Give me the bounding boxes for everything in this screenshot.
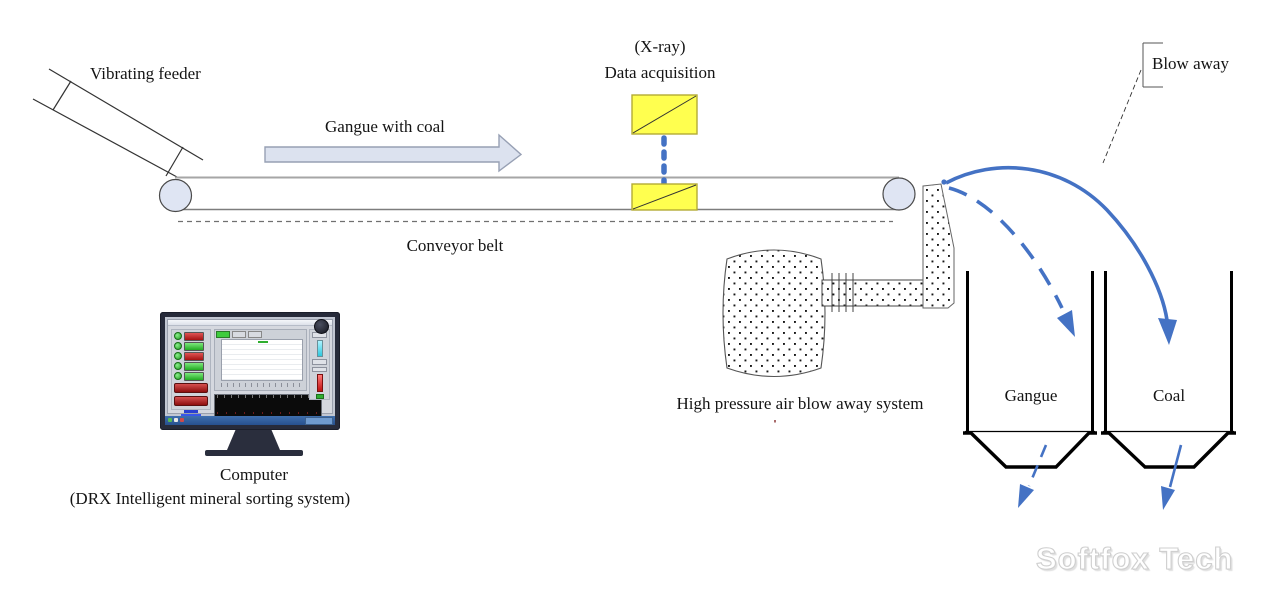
coal-bin [1101, 271, 1236, 469]
control-button [184, 361, 204, 371]
control-button [184, 371, 204, 381]
gangue-trajectory-arrowhead [1057, 310, 1075, 337]
air-nozzle [922, 183, 955, 309]
gangue-outlet-arrow [1018, 444, 1048, 508]
gauge-panel [309, 329, 330, 400]
os-taskbar [165, 416, 335, 425]
chart-tab [232, 331, 246, 338]
gauge-readout [312, 358, 327, 365]
belt-roller-right [882, 177, 916, 211]
gauge-readout [312, 366, 327, 373]
chart-tab [248, 331, 262, 338]
wide-red-button [174, 383, 208, 393]
gangue-bin [963, 271, 1097, 469]
monitor-stand-neck [227, 430, 280, 450]
data-acquisition-label: Data acquisition [604, 63, 716, 82]
vibrating-feeder-label: Vibrating feeder [90, 64, 201, 83]
gangue-trajectory-dashed-arc [948, 186, 1064, 309]
blow-away-leader-line [1102, 69, 1142, 164]
computer-monitor [160, 312, 340, 430]
signal-chart-area [214, 329, 307, 391]
control-button-panel [171, 329, 211, 416]
coal-bin-label: Coal [1152, 386, 1186, 405]
taskbar-icon [174, 418, 178, 422]
sorting-software-window [167, 319, 333, 421]
gangue-bin-label: Gangue [1004, 386, 1058, 405]
blow-away-label: Blow away [1152, 54, 1229, 73]
status-led-icon [174, 362, 182, 370]
coal-trajectory-arrowhead [1158, 318, 1177, 345]
conveyor-belt-shape [158, 176, 916, 223]
control-button [184, 341, 204, 351]
cyan-level-gauge [316, 339, 323, 357]
stray-dot [774, 420, 776, 423]
control-button [184, 331, 204, 341]
status-led-icon [174, 372, 182, 380]
control-button [184, 351, 204, 361]
xray-label: (X-ray) [634, 37, 686, 56]
status-led-icon [174, 342, 182, 350]
chart-x-axis [221, 383, 303, 387]
start-button-icon [168, 418, 172, 422]
taskbar-icon [180, 418, 184, 422]
coal-trajectory-solid-arc [945, 165, 1169, 321]
chart-tab [216, 331, 230, 338]
ejection-point-dot [941, 179, 947, 185]
wide-red-button [174, 396, 208, 406]
window-titlebar [168, 320, 332, 326]
conveyor-belt-label: Conveyor belt [406, 236, 504, 255]
vibrating-feeder-shape [32, 68, 204, 178]
computer-label: Computer [220, 465, 288, 484]
chart-plot [221, 339, 303, 381]
camera-knob-icon [314, 319, 329, 334]
status-led-icon [174, 352, 182, 360]
xray-source-box [631, 94, 698, 135]
brand-logo [174, 410, 208, 420]
status-led-icon [174, 332, 182, 340]
softfox-watermark: Softfox Tech [1035, 540, 1234, 576]
monitor-stand-base [205, 450, 303, 456]
coal-outlet-arrow [1161, 444, 1183, 510]
red-level-gauge [316, 374, 323, 393]
blow-away-callout-bracket [1142, 42, 1163, 88]
air-tank [722, 249, 826, 378]
belt-roller-left [158, 178, 193, 213]
computer-sub-label: (DRX Intelligent mineral sorting system) [69, 489, 351, 508]
xray-detector-box [631, 183, 698, 211]
flow-direction-arrow [264, 133, 523, 173]
system-tray [305, 417, 333, 425]
high-pressure-label: High pressure air blow away system [676, 394, 924, 413]
green-indicator [315, 394, 324, 399]
monitor-screen [165, 317, 335, 425]
chart-tabbar [216, 331, 262, 338]
air-pipe [821, 273, 924, 312]
gangue-with-coal-label: Gangue with coal [325, 117, 445, 136]
